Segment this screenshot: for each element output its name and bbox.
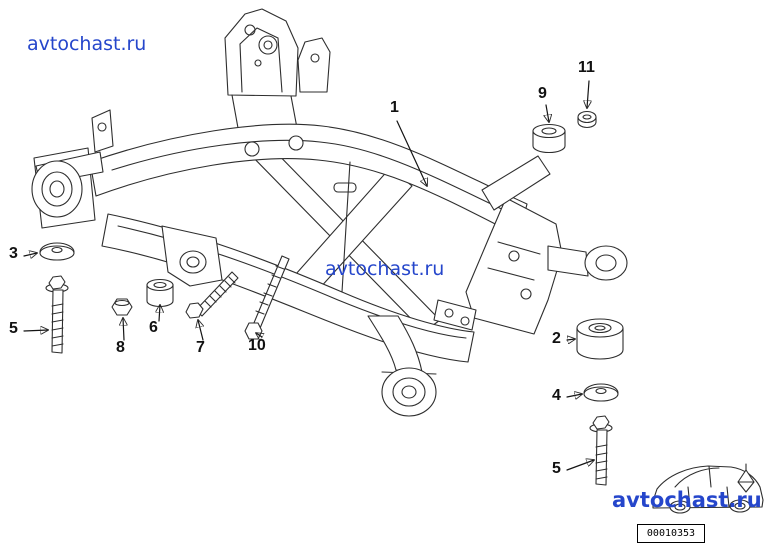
part-10-bolt bbox=[244, 255, 290, 340]
callout-2: 2 bbox=[552, 330, 561, 347]
callout-6: 6 bbox=[149, 319, 158, 336]
callout-7: 7 bbox=[196, 339, 205, 356]
watermark-top-left: avtochast.ru bbox=[27, 33, 147, 55]
callout-10: 10 bbox=[248, 337, 266, 354]
diagram-code-box: 00010353 bbox=[637, 524, 705, 543]
part-4-washer bbox=[583, 383, 619, 402]
callout-11: 11 bbox=[578, 59, 595, 76]
part-7-bolt bbox=[185, 271, 239, 319]
part-3-washer bbox=[39, 242, 75, 261]
part-6-bushing bbox=[146, 278, 174, 308]
watermark-bottom-right: avtochast.ru bbox=[612, 488, 762, 512]
part-2-bushing bbox=[576, 318, 624, 360]
callout-1: 1 bbox=[390, 99, 399, 116]
jack-icon bbox=[737, 463, 755, 493]
car-location-icon bbox=[652, 463, 764, 514]
callout-8: 8 bbox=[116, 339, 125, 356]
callout-5-left: 5 bbox=[9, 320, 18, 337]
callout-3: 3 bbox=[9, 245, 18, 262]
part-5-bolt-left bbox=[45, 275, 69, 354]
part-1-subframe bbox=[31, 8, 628, 417]
callout-5-right: 5 bbox=[552, 460, 561, 477]
part-11-nut bbox=[577, 110, 597, 129]
diagram-code: 00010353 bbox=[646, 528, 696, 539]
watermark-center: avtochast.ru bbox=[325, 258, 445, 280]
part-5-bolt-right bbox=[589, 415, 613, 486]
part-8-nut bbox=[111, 298, 133, 316]
callout-9: 9 bbox=[538, 85, 547, 102]
part-9-bushing bbox=[532, 123, 566, 154]
callout-4: 4 bbox=[552, 387, 561, 404]
leader-lines bbox=[23, 80, 594, 471]
